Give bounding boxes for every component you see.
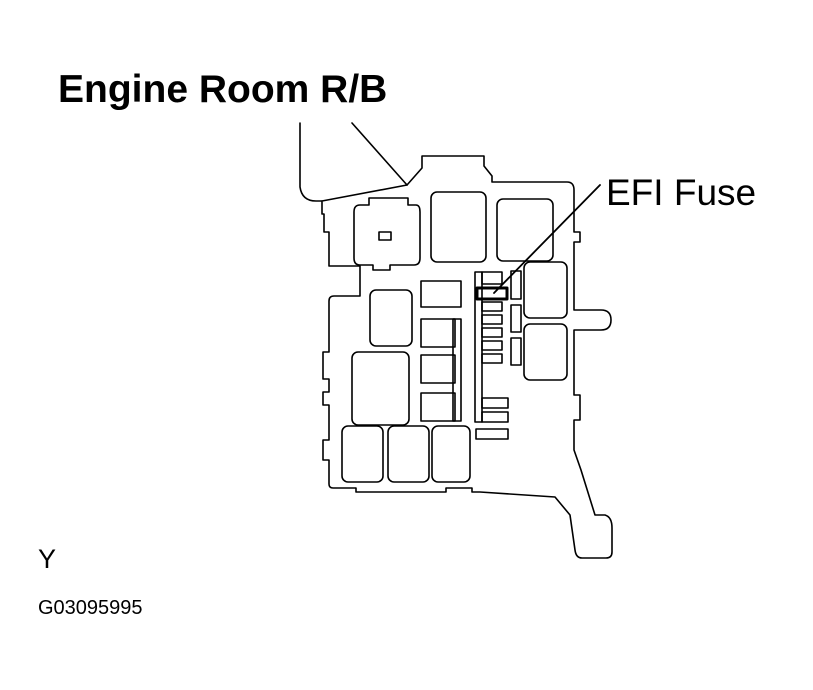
diagram-title: Engine Room R/B	[58, 68, 388, 111]
title-leader-lines	[299, 122, 408, 202]
small-relays	[420, 280, 462, 422]
relay-right-upper	[523, 261, 568, 319]
figure-id: G03095995	[38, 597, 143, 619]
relay-bottom-1	[341, 425, 384, 483]
relay-top-right	[496, 198, 554, 262]
efi-fuse-leader-line	[493, 184, 601, 294]
efi-fuse-label: EFI Fuse	[606, 172, 757, 213]
efi-fuse	[475, 286, 509, 301]
tall-fuses	[510, 270, 522, 366]
view-code: Y	[38, 544, 57, 574]
relay-bottom-2	[387, 425, 430, 483]
relay-left-large	[351, 351, 410, 426]
relay-block-housing	[321, 155, 613, 559]
relay-left-upper	[369, 289, 413, 347]
relay-right-lower	[523, 323, 568, 381]
relay-top-middle	[430, 191, 487, 263]
relay-bottom-3	[431, 425, 471, 483]
top-connector	[353, 197, 421, 271]
fuse-rail	[474, 271, 509, 440]
